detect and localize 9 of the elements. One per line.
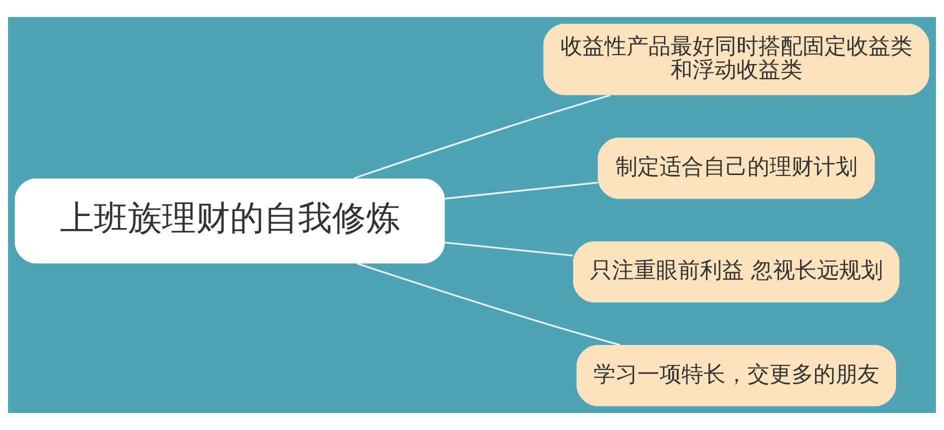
node-box: 收益性产品最好同时搭配固定收益类和浮动收益类 xyxy=(543,24,930,96)
node-box: 学习一项特长，交更多的朋友 xyxy=(576,345,896,406)
node-box: 制定适合自己的理财计划 xyxy=(598,138,875,199)
node-box: 只注重眼前利益 忽视长远规划 xyxy=(573,241,900,303)
connector xyxy=(356,262,620,346)
connector xyxy=(444,182,598,200)
connector xyxy=(354,94,610,180)
node-box: 上班族理财的自我修炼 xyxy=(14,178,445,264)
connector xyxy=(444,242,573,256)
